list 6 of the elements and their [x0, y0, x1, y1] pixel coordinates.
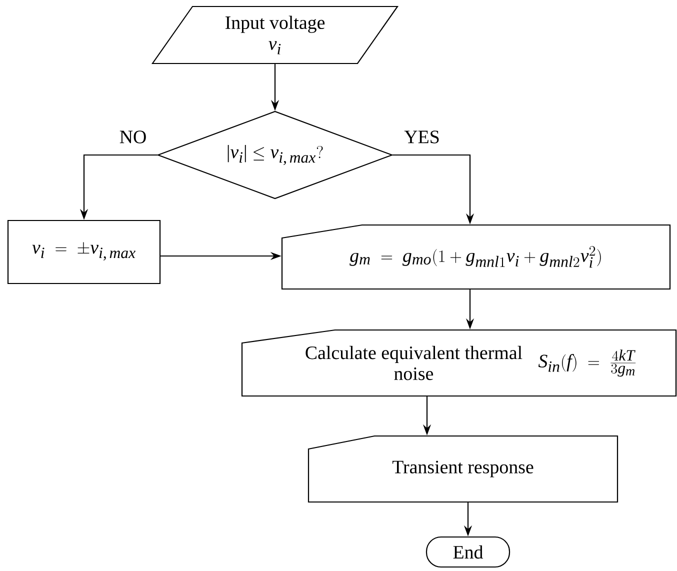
process-box: Transient response: [308, 435, 618, 503]
edge-label: NO: [120, 130, 146, 144]
process-box: $g_m \;=\; g_{mo}(1 + g_{mnl1} v_i + g_{mnl2} v_i^2)$: [281, 224, 671, 290]
edge-label: YES: [404, 130, 439, 144]
process-box: $v_i \;=\; \pm v_{i,\,max}$: [7, 220, 161, 284]
process-box: Calculate equivalent thermal noise $S_{in}(f) \;=\; \frac{4kT}{3g_m}$: [241, 329, 677, 397]
